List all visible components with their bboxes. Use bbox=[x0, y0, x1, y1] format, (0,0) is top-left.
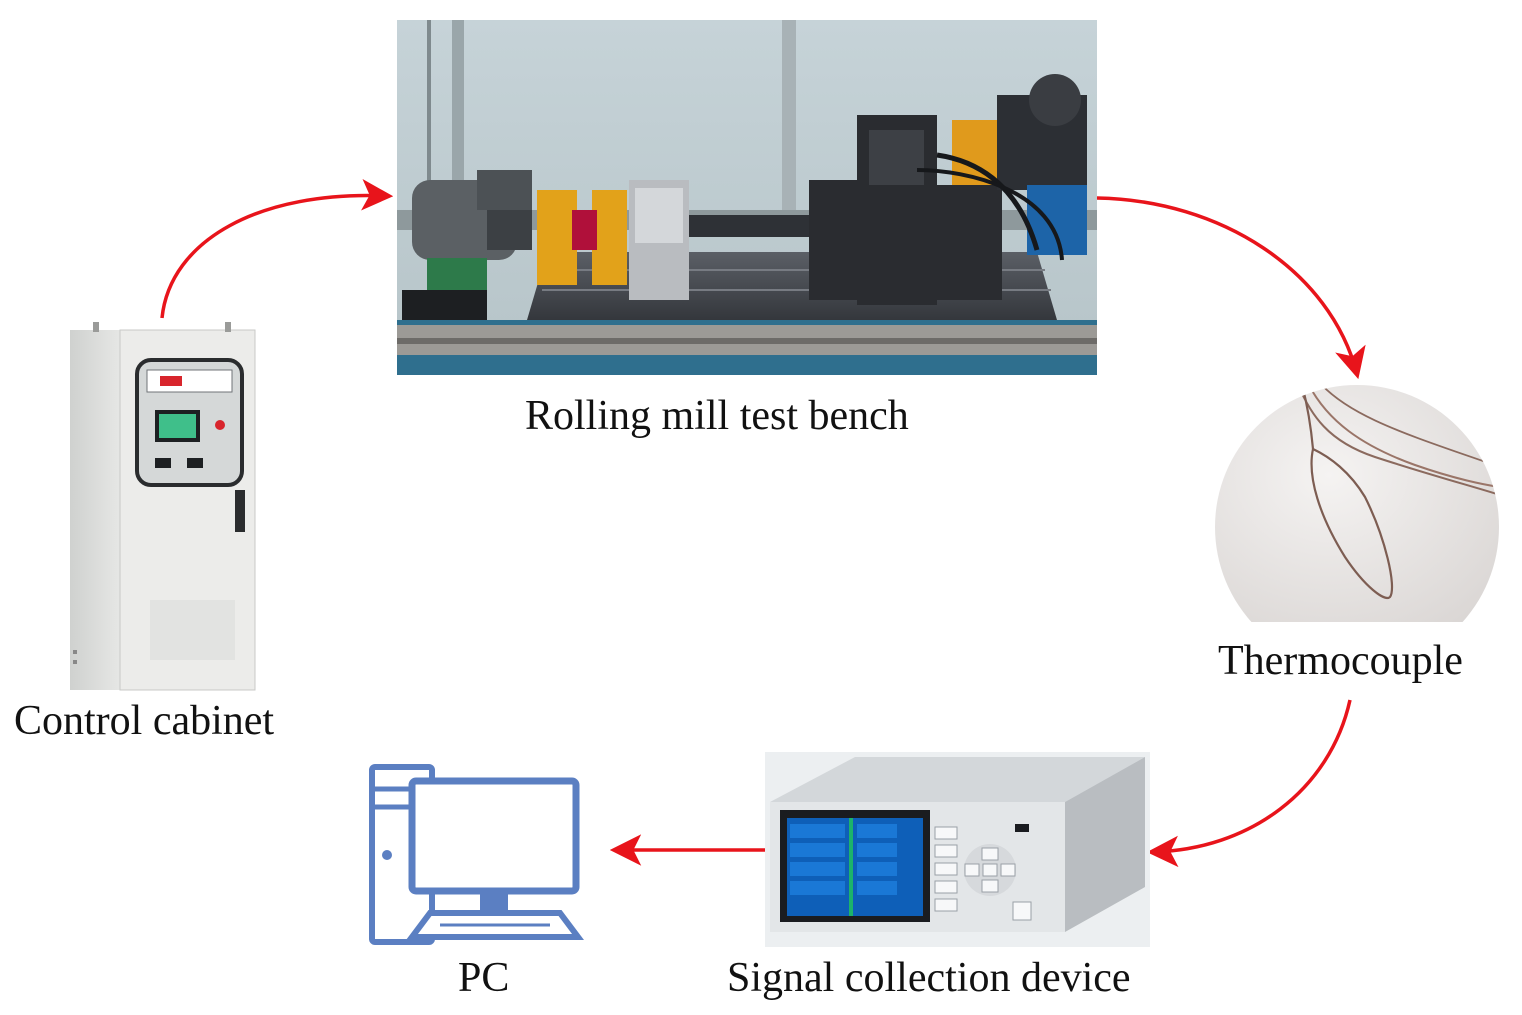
rolling-mill-label: Rolling mill test bench bbox=[525, 393, 909, 439]
pc-icon bbox=[369, 764, 584, 945]
arrow-thermocouple-to-device bbox=[1146, 699, 1352, 868]
thermocouple-label: Thermocouple bbox=[1218, 638, 1463, 684]
arrow-cabinet-to-mill bbox=[160, 179, 394, 319]
thermocouple-photo bbox=[1215, 385, 1499, 622]
pc-label: PC bbox=[458, 955, 510, 1001]
signal-device-label: Signal collection device bbox=[727, 955, 1131, 1001]
control-cabinet-label: Control cabinet bbox=[14, 698, 275, 744]
signal-device-photo bbox=[765, 752, 1150, 947]
rolling-mill-photo bbox=[397, 20, 1097, 375]
control-cabinet-photo bbox=[70, 322, 256, 691]
arrow-mill-to-thermocouple bbox=[1096, 196, 1366, 380]
